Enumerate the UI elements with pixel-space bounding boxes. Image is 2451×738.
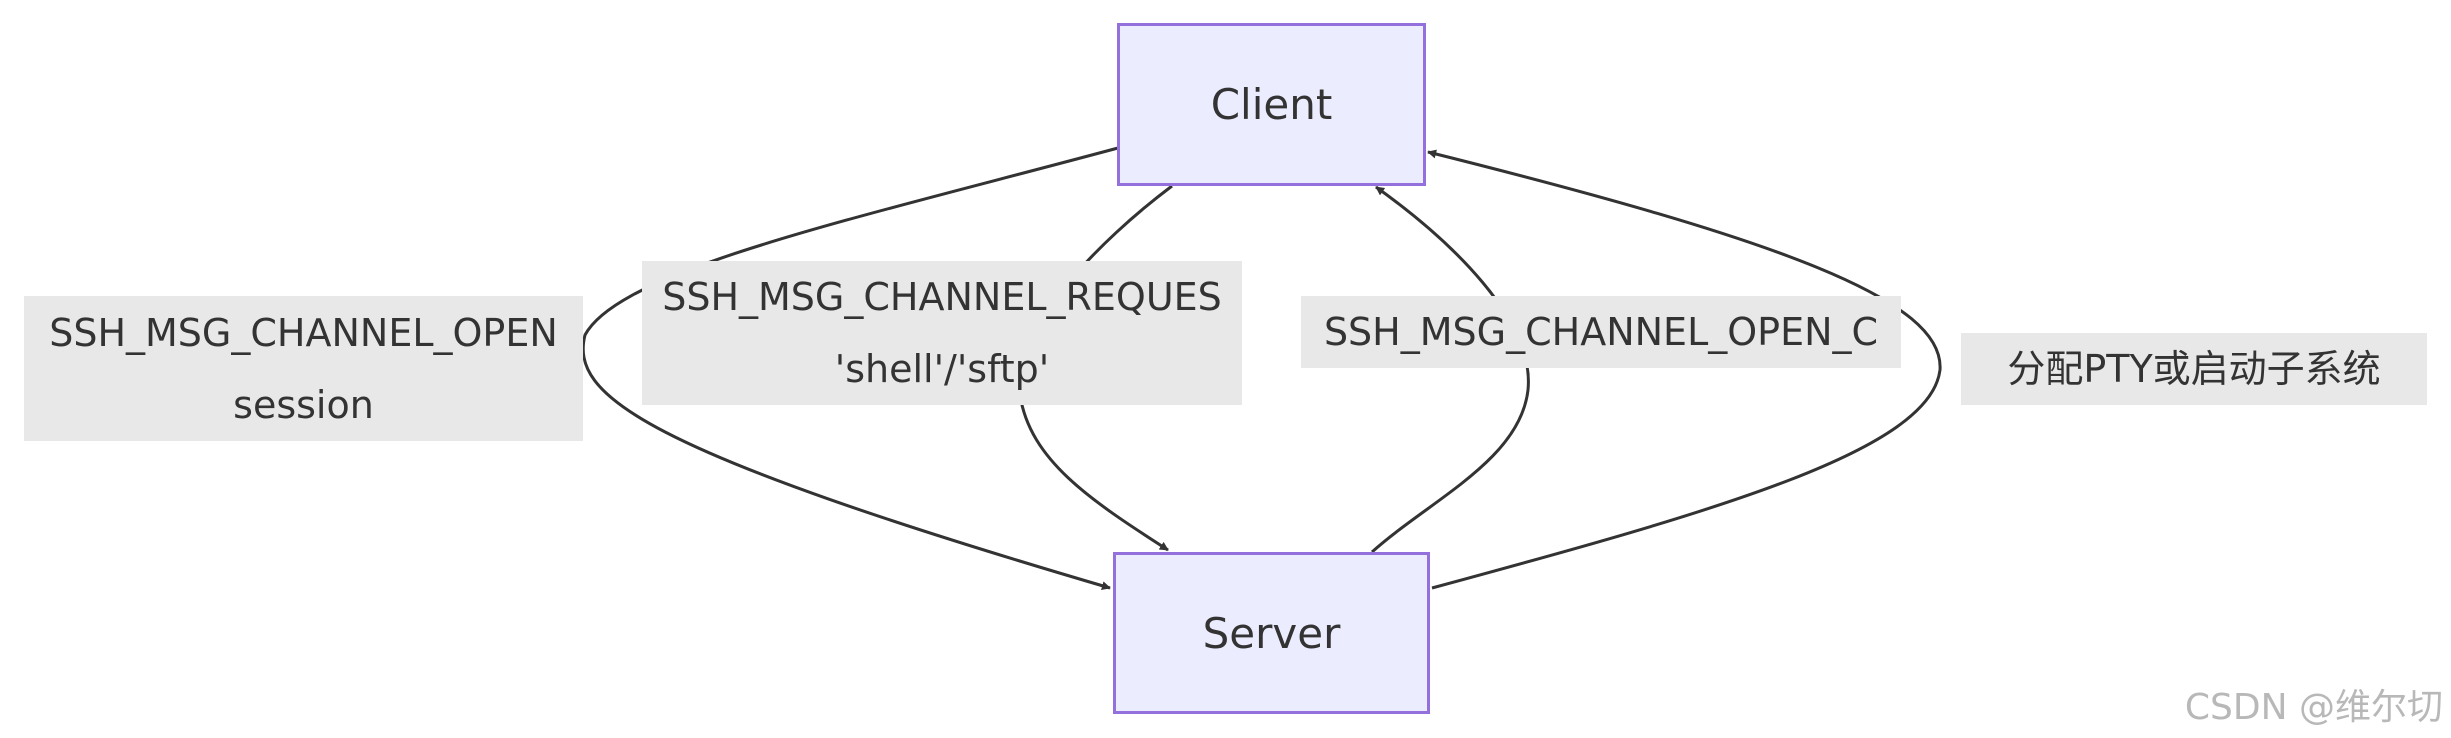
watermark: CSDN @维尔切: [2184, 687, 2443, 728]
server-node[interactable]: Server: [1113, 552, 1430, 714]
edge-server-to-client-allocate: [1427, 149, 1942, 590]
edge-client-to-server-channel-open: [581, 146, 1119, 591]
allocate-label-line1: 分配PTY或启动子系统: [2007, 347, 2381, 391]
channel-open-confirm-label-line1: SSH_MSG_CHANNEL_OPEN_C: [1323, 310, 1879, 354]
channel-request-label-line1: SSH_MSG_CHANNEL_REQUES: [662, 275, 1222, 319]
channel-request-label: SSH_MSG_CHANNEL_REQUES 'shell'/'sftp': [642, 261, 1242, 405]
allocate-label: 分配PTY或启动子系统: [1961, 333, 2427, 405]
channel-open-label: SSH_MSG_CHANNEL_OPEN session: [24, 296, 583, 441]
channel-open-confirm-label: SSH_MSG_CHANNEL_OPEN_C: [1301, 296, 1901, 368]
channel-request-label-line2: 'shell'/'sftp': [834, 347, 1050, 391]
channel-open-label-line2: session: [233, 382, 374, 427]
server-node-label: Server: [1202, 608, 1341, 658]
client-node-label: Client: [1210, 80, 1333, 129]
edge-server-to-client-channel-open-confirm: [1370, 185, 1530, 554]
channel-open-label-line1: SSH_MSG_CHANNEL_OPEN: [49, 310, 558, 355]
client-node[interactable]: Client: [1117, 23, 1426, 186]
